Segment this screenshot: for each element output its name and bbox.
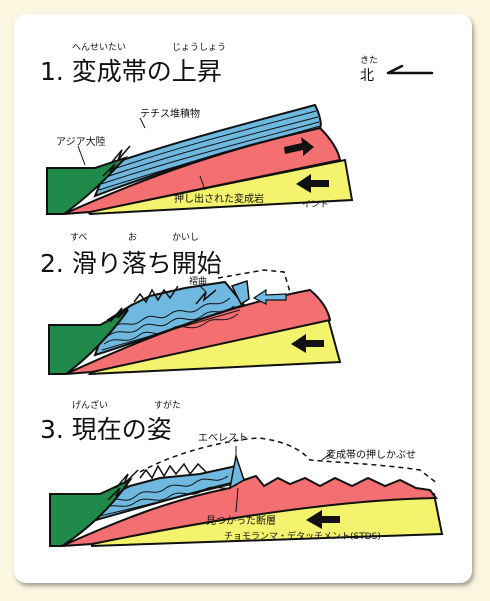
- label-tethys: テチス堆積物: [140, 107, 200, 120]
- fold-lines: [99, 475, 243, 517]
- label-asia: アジア大陸: [56, 135, 106, 148]
- north-compass: きた 北: [360, 55, 434, 84]
- asia-continent: [46, 155, 129, 215]
- fault-mark-2: [102, 159, 125, 177]
- panel-1-ruby-1: へんせいたい: [72, 42, 126, 53]
- panel-1-title: 1. 変成帯の上昇: [40, 57, 222, 86]
- fault-mark-2: [107, 485, 129, 501]
- panel-2-ruby-1: すべ: [70, 232, 87, 243]
- leader-fault: [235, 487, 239, 513]
- folded-sediments: [93, 280, 246, 357]
- north-arrow-icon: [386, 64, 434, 75]
- panel-3-title: 3. 現在の姿: [40, 415, 172, 444]
- fold-ridge: [139, 462, 207, 480]
- nappe-outline: [139, 437, 439, 485]
- fault-mark-1: [109, 303, 133, 323]
- metamorphic-mountains: [61, 463, 438, 547]
- panel-3: げんざい すがた 3. 現在の姿 エベレスト 変成帯の押しかぶせ: [40, 399, 444, 548]
- slide-arrow-icon: [252, 288, 287, 305]
- label-stds: チョモランマ・デタッチメント(STDS): [224, 530, 381, 542]
- leader-extruded: [199, 175, 206, 191]
- former-top-line: [217, 269, 291, 293]
- up-arrow-icon: [284, 137, 314, 156]
- panel-1: へんせいたい じょうしょう 1. 変成帯の上昇 テチス堆積物 アジア大陸 押し出…: [40, 42, 354, 216]
- label-everest: エベレスト: [198, 432, 248, 444]
- leader-asia: [77, 145, 86, 166]
- fold-ridge: [133, 285, 179, 304]
- panel-2-ruby-3: かいし: [172, 232, 199, 243]
- everest-peak: [228, 453, 245, 490]
- panel-2-title: 2. 滑り落ち開始: [40, 249, 222, 278]
- fault-mark-1: [111, 145, 131, 163]
- panel-3-ruby-2: すがた: [154, 399, 181, 411]
- leader-tethys: [139, 117, 146, 129]
- tethys-sediments: [93, 103, 322, 198]
- fault-mark-1: [115, 469, 139, 489]
- left-arrow-icon: [291, 334, 324, 353]
- sliding-block: [230, 279, 250, 306]
- panel-3-ruby-1: げんざい: [72, 399, 108, 411]
- left-arrow-icon: [306, 510, 340, 529]
- sediment-layers: [98, 110, 321, 191]
- fault-mark-2: [195, 289, 217, 305]
- leader-fold: [199, 285, 207, 293]
- panel-2-ruby-2: お: [128, 232, 137, 243]
- left-arrow-icon: [296, 174, 329, 193]
- label-extruded: 押し出された変成岩: [174, 192, 264, 205]
- label-india: インド: [302, 200, 329, 210]
- leader-nappe: [321, 451, 333, 461]
- compass-north-label: 北: [360, 68, 374, 84]
- compass-ruby: きた: [360, 55, 378, 66]
- asia-continent: [48, 309, 129, 375]
- asia-continent: [49, 477, 133, 547]
- label-nappe: 変成帯の押しかぶせ: [326, 448, 416, 461]
- label-fault: 見つかった断層: [206, 514, 276, 527]
- panel-1-ruby-2: じょうしょう: [172, 42, 226, 53]
- panel-2: すべ お かいし 2. 滑り落ち開始 褶曲: [40, 232, 342, 376]
- label-fold: 褶曲: [189, 276, 207, 287]
- fold-lines: [101, 297, 241, 351]
